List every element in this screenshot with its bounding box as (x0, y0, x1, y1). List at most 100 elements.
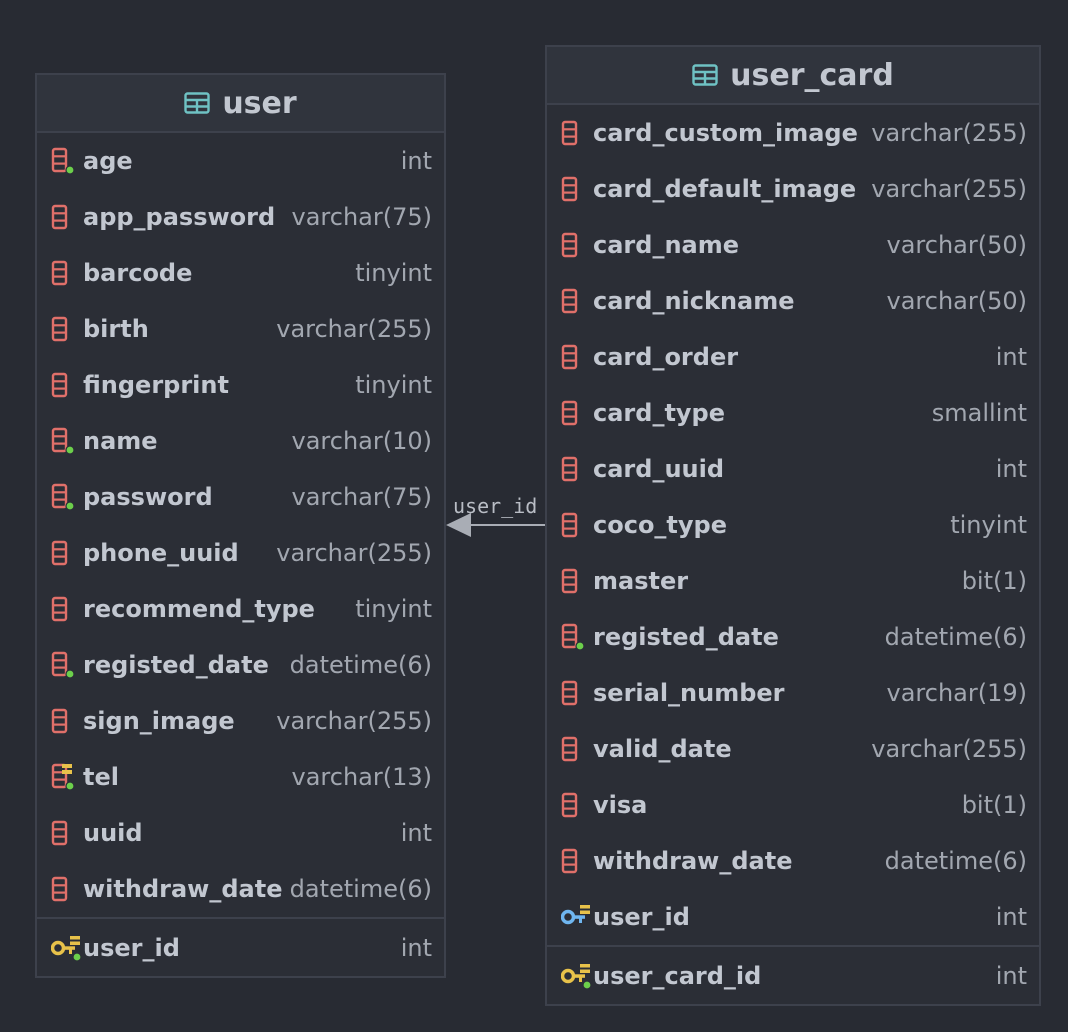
column-icon (561, 790, 591, 820)
column-name: valid_date (593, 735, 732, 763)
column-name: card_uuid (593, 455, 725, 483)
column-name: recommend_type (83, 595, 315, 623)
table-icon (184, 92, 211, 114)
column-type: datetime(6) (289, 651, 432, 679)
column-name: card_name (593, 231, 740, 259)
column-icon (561, 342, 591, 372)
column-name: age (83, 147, 133, 175)
column-icon (51, 594, 81, 624)
column-unique-icon (51, 762, 81, 792)
column-icon (51, 706, 81, 736)
column-icon (561, 174, 591, 204)
column-type: varchar(255) (871, 175, 1027, 203)
column-notnull-icon (51, 146, 81, 176)
column-type: tinyint (355, 259, 432, 287)
column-icon (561, 566, 591, 596)
column-type: int (400, 147, 432, 175)
column-type: varchar(255) (871, 119, 1027, 147)
column-row-card-name[interactable]: card_name varchar(50) (547, 217, 1039, 273)
table-header[interactable]: user_card (547, 47, 1039, 105)
column-type: varchar(50) (886, 287, 1028, 315)
column-icon (561, 678, 591, 708)
column-icon (51, 370, 81, 400)
column-name: app_password (83, 203, 276, 231)
column-icon (51, 818, 81, 848)
column-type: varchar(255) (276, 315, 432, 343)
relationship-arrowhead (446, 513, 471, 537)
column-name: card_type (593, 399, 726, 427)
column-row-valid-date[interactable]: valid_date varchar(255) (547, 721, 1039, 777)
column-icon (561, 510, 591, 540)
column-type: varchar(50) (886, 231, 1028, 259)
primary-key-icon (561, 961, 591, 991)
column-type: varchar(75) (291, 483, 433, 511)
column-icon (561, 230, 591, 260)
column-row-barcode[interactable]: barcode tinyint (37, 245, 444, 301)
column-notnull-icon (51, 426, 81, 456)
column-icon (561, 454, 591, 484)
column-type: tinyint (950, 511, 1027, 539)
column-type: varchar(255) (276, 707, 432, 735)
column-name: barcode (83, 259, 193, 287)
column-type: datetime(6) (884, 847, 1027, 875)
column-type: tinyint (355, 595, 432, 623)
column-icon (51, 258, 81, 288)
table-icon (692, 64, 718, 86)
column-row-registed-date[interactable]: registed_date datetime(6) (37, 637, 444, 693)
foreign-key-icon (561, 902, 591, 932)
table-header[interactable]: user (37, 75, 444, 133)
column-notnull-icon (51, 482, 81, 512)
column-icon (561, 846, 591, 876)
column-name: serial_number (593, 679, 785, 707)
column-row-recommend-type[interactable]: recommend_type tinyint (37, 581, 444, 637)
primary-key-icon (51, 933, 81, 963)
column-icon (561, 398, 591, 428)
column-row-age[interactable]: age int (37, 133, 444, 189)
column-icon (561, 286, 591, 316)
column-name: registed_date (83, 651, 269, 679)
column-type: int (400, 934, 432, 962)
column-type: varchar(10) (291, 427, 433, 455)
column-type: varchar(255) (871, 735, 1027, 763)
column-type: datetime(6) (289, 875, 432, 903)
column-icon (51, 314, 81, 344)
column-name: user_id (593, 903, 690, 931)
column-name: uuid (83, 819, 143, 847)
column-type: varchar(13) (291, 763, 433, 791)
column-type: bit(1) (961, 567, 1027, 595)
column-type: bit(1) (961, 791, 1027, 819)
column-name: phone_uuid (83, 539, 239, 567)
relationship-label[interactable]: user_id (453, 494, 538, 518)
column-name: user_card_id (593, 962, 762, 990)
